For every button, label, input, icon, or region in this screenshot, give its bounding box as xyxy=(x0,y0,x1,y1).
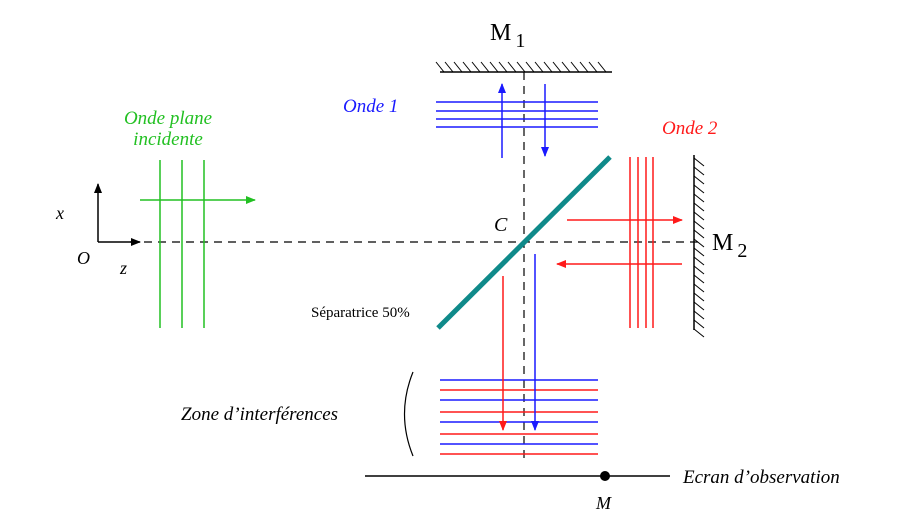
center-c-label: C xyxy=(494,214,508,236)
onde-2-label: Onde 2 xyxy=(662,118,718,139)
mirror-m2-hatch xyxy=(693,283,705,293)
wave-2 xyxy=(556,157,683,328)
mirror-m2-hatch xyxy=(693,211,705,221)
mirror-m1-hatch xyxy=(516,61,526,73)
mirror-m1-hatch xyxy=(444,61,454,73)
zone-bracket xyxy=(403,371,414,457)
mirror-m2-hatch xyxy=(693,256,705,266)
mirror-m1-hatch xyxy=(579,61,589,73)
mirror-m1-hatch xyxy=(498,61,508,73)
axis-z-label: z xyxy=(119,258,127,278)
mirror-m2-subscript: 2 xyxy=(737,240,747,262)
mirror-m2-hatch xyxy=(693,220,705,230)
mirror-m1-hatch xyxy=(507,61,517,73)
mirror-m1-hatch xyxy=(489,61,499,73)
observation-screen-label: Ecran d’observation xyxy=(682,467,840,488)
mirror-m1-hatch xyxy=(453,61,463,73)
mirror-m1-hatch xyxy=(543,61,553,73)
mirror-m1-hatch xyxy=(561,61,571,73)
interference-zone-waves xyxy=(440,379,598,455)
mirror-m2-hatch xyxy=(693,274,705,284)
incident-wave-label-line1: Onde plane xyxy=(124,108,212,129)
mirror-m1-hatch xyxy=(525,61,535,73)
mirror-m2-hatch xyxy=(693,202,705,212)
point-m-label: M xyxy=(595,493,612,513)
mirror-m2-hatch xyxy=(693,229,705,239)
mirror-m2-hatch xyxy=(693,319,705,329)
mirror-m1-hatch xyxy=(552,61,562,73)
mirror-m1-hatch xyxy=(534,61,544,73)
mirror-m2-hatch xyxy=(693,328,705,338)
origin-label: O xyxy=(77,248,90,268)
axis-x-label: x xyxy=(55,203,64,223)
mirror-m1-hatch xyxy=(570,61,580,73)
mirror-m1-hatch xyxy=(597,61,607,73)
mirror-m1-hatch xyxy=(471,61,481,73)
point-m-marker xyxy=(600,471,610,481)
mirror-m2-hatch xyxy=(693,193,705,203)
interference-zone-label: Zone d’interférences xyxy=(181,404,338,425)
mirror-m2-hatch xyxy=(693,265,705,275)
mirror-m2-hatch xyxy=(693,292,705,302)
incident-plane-wave xyxy=(140,160,256,328)
onde-1-label: Onde 1 xyxy=(343,96,398,117)
mirror-m2-hatch xyxy=(693,166,705,176)
mirror-m1-hatch xyxy=(435,61,445,73)
mirror-m2-hatch xyxy=(693,157,705,167)
mirror-m1-hatch xyxy=(480,61,490,73)
beam-splitter-label: Séparatrice 50% xyxy=(311,305,410,321)
mirror-m1-hatch xyxy=(588,61,598,73)
mirror-m2-hatch xyxy=(693,301,705,311)
wave-1 xyxy=(436,83,598,158)
mirror-m2-hatch xyxy=(693,247,705,257)
beam-splitter xyxy=(436,155,612,330)
incident-wave-label-line2: incidente xyxy=(133,129,203,150)
mirror-m2-hatch xyxy=(693,310,705,320)
mirror-m1-subscript: 1 xyxy=(515,30,525,52)
mirror-m1-hatch xyxy=(462,61,472,73)
mirror-m2-hatch xyxy=(693,184,705,194)
mirror-m2 xyxy=(693,155,705,338)
mirror-m1 xyxy=(435,61,612,73)
mirror-m2-hatch xyxy=(693,238,705,248)
mirror-m2-hatch xyxy=(693,175,705,185)
